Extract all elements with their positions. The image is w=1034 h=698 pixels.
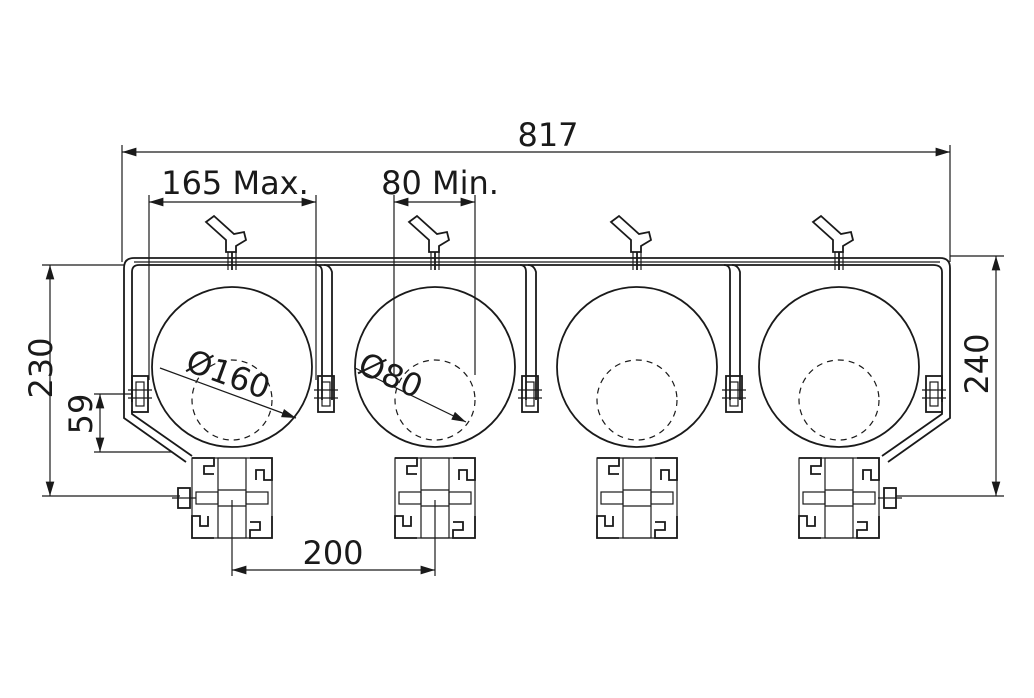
side-clamp-2 (313, 375, 339, 413)
dimension-height-right: 240 (896, 255, 1004, 497)
dimension-diameter-small: Ø80 (353, 345, 467, 423)
dimension-overall-width: 817 (121, 116, 951, 262)
dim-bracket-offset-label: 59 (62, 394, 100, 435)
side-clamp-4 (721, 375, 747, 413)
dimension-profile-spacing: 200 (231, 500, 436, 576)
frame-dividers (315, 264, 741, 400)
dimension-max-spacing: 165 Max. (148, 164, 317, 380)
cylinder-2 (354, 286, 516, 448)
profile-3 (596, 457, 678, 539)
dimension-bracket-offset: 59 (62, 393, 172, 453)
dim-diameter-large-label: Ø160 (181, 342, 275, 407)
dim-min-spacing-label: 80 Min. (381, 164, 499, 202)
brace-bolts (172, 487, 902, 509)
cylinder-1 (151, 286, 313, 448)
dim-profile-spacing-label: 200 (302, 534, 363, 572)
dim-height-right-label: 240 (958, 333, 996, 394)
side-clamp-3 (517, 375, 543, 413)
support-braces (123, 410, 951, 463)
profile-4 (798, 457, 880, 539)
dimension-min-spacing: 80 Min. (381, 164, 499, 375)
dim-max-spacing-label: 165 Max. (161, 164, 309, 202)
cylinder-3 (556, 286, 718, 448)
dim-height-left-label: 230 (22, 337, 60, 398)
dimension-height-left: 230 (22, 264, 180, 497)
top-frame-bar (123, 257, 951, 410)
dimension-diameter-large: Ø160 (159, 342, 297, 419)
dim-diameter-small-label: Ø80 (353, 345, 429, 407)
dim-overall-width-label: 817 (517, 116, 578, 154)
cylinder-4 (758, 286, 920, 448)
side-clamp-5 (921, 375, 947, 413)
